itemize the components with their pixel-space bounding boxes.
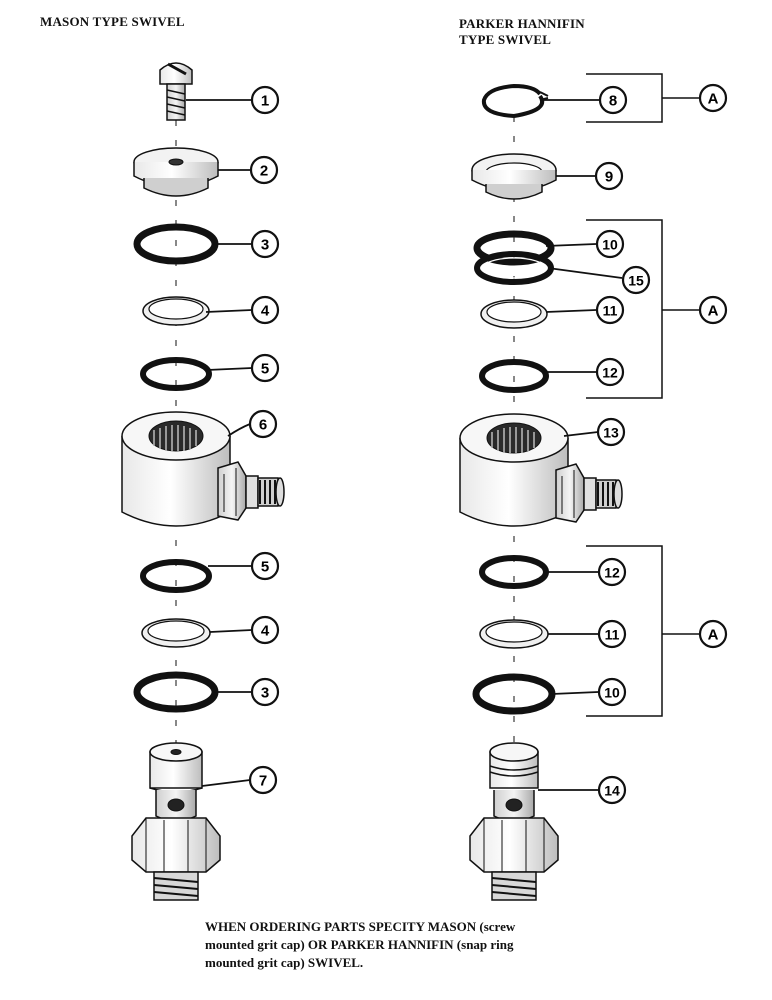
mason-o-ring-5-top [140,357,212,391]
parker-swivel-stem [469,742,559,901]
mason-backup-washer-4-bottom [141,618,211,648]
group-callout-letter: A [708,91,719,108]
callout-circle: 2 [249,155,279,185]
callout-circle: 8 [598,85,628,115]
parker-backup-ring-15 [474,251,554,285]
callout-circle: 13 [596,417,626,447]
callout-number: 6 [259,417,267,434]
callout-number: 5 [261,361,269,378]
callout-circle: 10 [595,229,625,259]
parker-o-ring-10-top [473,230,555,266]
mason-swivel-body [121,411,285,527]
parker-leader-lines [538,99,623,791]
ordering-note-line3: mounted grit cap) SWIVEL. [205,955,364,970]
group-brackets [586,73,700,717]
callout-circle: 11 [597,619,627,649]
callout-number: 4 [261,623,270,640]
parker-swivel-body [459,413,623,527]
callout-number: 5 [261,559,269,576]
parker-o-ring-10-bottom [472,673,556,715]
mason-o-ring-5-bottom [140,559,212,593]
mason-assembly [121,62,285,901]
callout-number: 15 [628,273,644,289]
callout-circle: 4 [250,295,280,325]
callout-number: 3 [261,237,269,254]
callout-number: 10 [604,685,620,701]
callout-circle: 11 [595,295,625,325]
ordering-note-line2: mounted grit cap) OR PARKER HANNIFIN (sn… [205,937,514,952]
mason-backup-washer-4-top [142,296,210,326]
ordering-note-line1: WHEN ORDERING PARTS SPECITY MASON (screw [205,919,516,934]
callout-number: 13 [603,425,619,441]
parker-hannifin-swivel-title: PARKER HANNIFIN TYPE SWIVEL [459,16,585,48]
callout-circle: 9 [594,161,624,191]
parker-assembly [459,83,623,901]
callout-number: 9 [605,169,613,186]
callout-number: 11 [605,627,620,643]
callout-circle: 12 [597,557,627,587]
parker-title-line2: TYPE SWIVEL [459,32,552,47]
mason-grit-cap [133,147,219,197]
bracket-upper-seal-group [586,219,663,399]
callout-number: 12 [602,365,618,381]
callout-number: 12 [604,565,620,581]
group-callout-letter: A [708,627,719,644]
callout-number: 11 [603,303,618,319]
parker-o-ring-12-top [479,359,549,393]
mason-swivel-stem [131,742,221,901]
parker-callouts: 8 9 10 15 11 12 13 12 11 10 14 [594,85,651,805]
callout-circle: 12 [595,357,625,387]
mason-screw [159,62,193,121]
parker-snap-ring [481,83,549,119]
group-callout-circle: A [698,83,728,113]
callout-number: 7 [259,773,267,790]
callout-circle: 10 [597,677,627,707]
group-callout-letter: A [708,303,719,320]
parker-backup-washer-11-top [480,299,548,329]
callout-circle: 7 [248,765,278,795]
group-callout-circle: A [698,619,728,649]
mason-swivel-title: MASON TYPE SWIVEL [40,14,185,29]
parker-title-line1: PARKER HANNIFIN [459,16,585,31]
callout-circle: 5 [250,353,280,383]
callout-number: 8 [609,93,617,110]
callout-circle: 6 [248,409,278,439]
callout-number: 4 [261,303,270,320]
callout-number: 14 [604,783,620,799]
callout-number: 10 [602,237,618,253]
callout-number: 2 [260,163,268,180]
callout-circle: 3 [250,229,280,259]
bracket-lower-seal-group [586,545,663,717]
callout-number: 3 [261,685,269,702]
callout-circle: 15 [621,265,651,295]
callout-circle: 1 [250,85,280,115]
callout-circle: 3 [250,677,280,707]
callout-circle: 4 [250,615,280,645]
parker-backup-washer-11-bottom [479,619,549,649]
mason-callouts: 1 2 3 4 5 6 5 4 3 7 [248,85,280,795]
mason-leader-lines [186,99,253,787]
callout-circle: 14 [597,775,627,805]
group-callout-circle: A [698,295,728,325]
group-a-callouts: A A A [698,83,728,649]
callout-circle: 5 [250,551,280,581]
callout-number: 1 [261,93,269,110]
parker-grit-cap [471,153,557,200]
ordering-note: WHEN ORDERING PARTS SPECITY MASON (screw… [205,918,565,972]
